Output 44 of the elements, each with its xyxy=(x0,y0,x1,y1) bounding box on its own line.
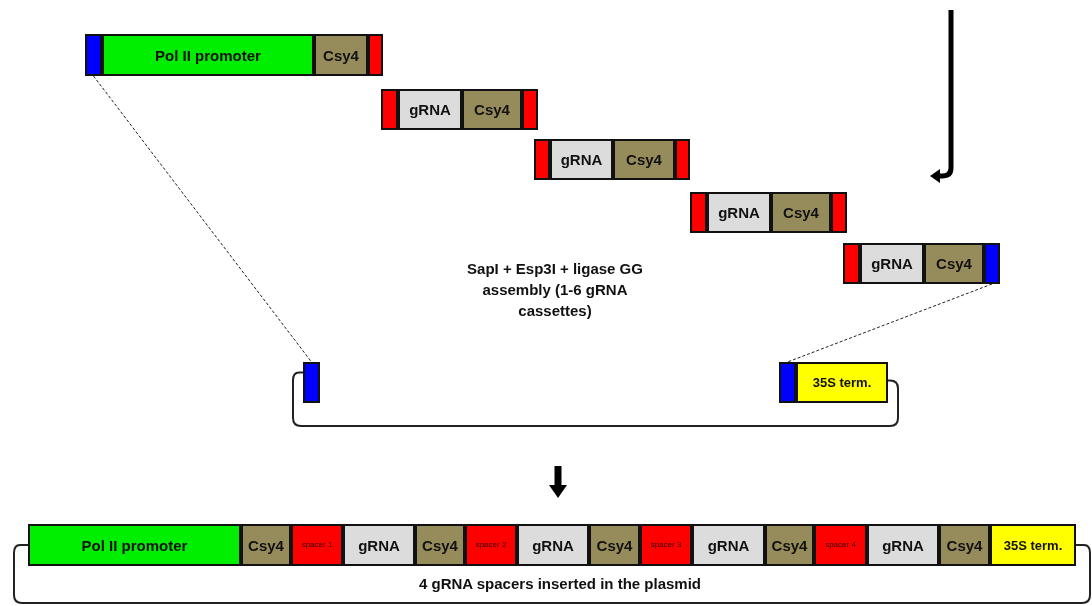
connector-line xyxy=(93,75,312,363)
connector-line xyxy=(787,283,993,363)
terminator-segment: 35S term. xyxy=(796,362,888,403)
plasmid-backbone xyxy=(292,371,899,427)
spacer-segment: spacer 3 xyxy=(640,524,692,566)
spacer-segment: spacer 1 xyxy=(291,524,343,566)
overhang-segment xyxy=(843,243,860,284)
plasmid-backbone xyxy=(13,544,1091,604)
csy4-segment: Csy4 xyxy=(765,524,814,566)
promoter-segment: Pol II promoter xyxy=(28,524,241,566)
overhang-segment xyxy=(675,139,690,180)
csy4-segment: Csy4 xyxy=(613,139,675,180)
junction-segment xyxy=(779,362,796,403)
grna-segment: gRNA xyxy=(707,192,771,233)
overhang-segment xyxy=(534,139,550,180)
csy4-segment: Csy4 xyxy=(314,34,368,76)
overhang-segment xyxy=(368,34,383,76)
csy4-segment: Csy4 xyxy=(415,524,465,566)
csy4-segment: Csy4 xyxy=(924,243,984,284)
grna-segment: gRNA xyxy=(692,524,765,566)
assembly-note: SapI + Esp3I + ligase GG assembly (1-6 gRNA cassettes) xyxy=(466,259,644,321)
csy4-segment: Csy4 xyxy=(462,89,522,130)
overhang-segment xyxy=(381,89,398,130)
spacer-segment: spacer 4 xyxy=(814,524,867,566)
csy4-segment: Csy4 xyxy=(589,524,640,566)
grna-segment: gRNA xyxy=(517,524,589,566)
junction-segment xyxy=(984,243,1000,284)
csy4-segment: Csy4 xyxy=(939,524,990,566)
junction-segment xyxy=(85,34,102,76)
grna-segment: gRNA xyxy=(398,89,462,130)
overhang-segment xyxy=(690,192,707,233)
promoter-segment: Pol II promoter xyxy=(102,34,314,76)
grna-segment: gRNA xyxy=(343,524,415,566)
terminator-segment: 35S term. xyxy=(990,524,1076,566)
grna-segment: gRNA xyxy=(867,524,939,566)
plasmid-note: 4 gRNA spacers inserted in the plasmid xyxy=(418,575,702,593)
csy4-segment: Csy4 xyxy=(241,524,291,566)
grna-segment: gRNA xyxy=(860,243,924,284)
overhang-segment xyxy=(522,89,538,130)
csy4-segment: Csy4 xyxy=(771,192,831,233)
junction-segment xyxy=(303,362,320,403)
spacer-segment: spacer 2 xyxy=(465,524,517,566)
overhang-segment xyxy=(831,192,847,233)
grna-segment: gRNA xyxy=(550,139,613,180)
